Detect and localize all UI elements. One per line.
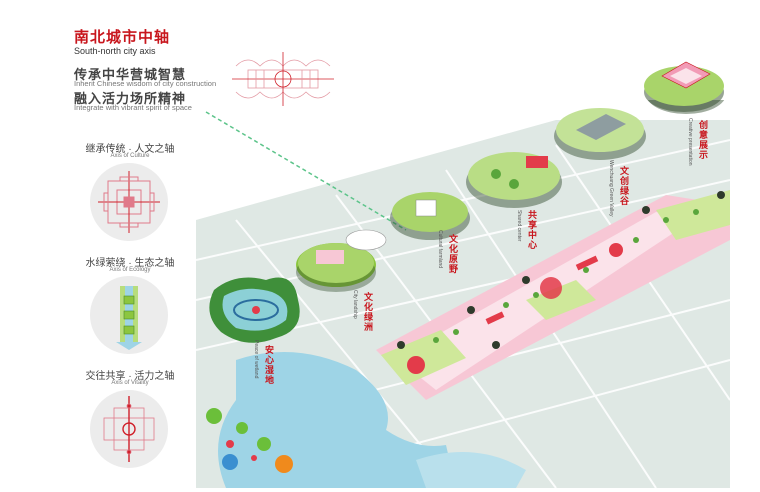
bird-icon (236, 422, 248, 434)
axis-culture-label: 继承传统 · 人文之轴 (85, 144, 175, 155)
butterfly-icon (206, 408, 222, 424)
slogan-2-en: Integrate with vibrant spirit of space (74, 103, 192, 112)
palace-emblem-icon (232, 52, 334, 106)
vitality-diagram (90, 390, 168, 468)
node-label-center: 共享中心 (527, 210, 537, 250)
dot-icon (251, 455, 257, 461)
poi-dots (397, 191, 725, 349)
node-marker-4 (485, 311, 505, 325)
page-subtitle: South-north city axis (74, 46, 156, 56)
green-block-2 (526, 280, 596, 320)
boot-icon (222, 454, 238, 470)
node-label-creative-en: Creative presentation (687, 118, 693, 166)
page-title: 南北城市中轴 (74, 29, 171, 46)
node-marker-3 (609, 243, 623, 257)
pin-icon (226, 440, 234, 448)
slogan-1: 传承中华营城智慧 (74, 67, 187, 82)
tree-dots (433, 209, 699, 343)
node-label-center-en: Shared center (516, 210, 522, 242)
node-label-wetland-en: Peace of wetland (253, 340, 259, 379)
axis-culture-en: Axis of Culture (110, 153, 150, 159)
node-label-field-en: Cultural farmland (437, 230, 443, 269)
city-axis-map (196, 100, 730, 488)
node-label-wetland: 安心湿地 (264, 345, 274, 385)
activity-icons (206, 408, 293, 473)
node-label-valley-en: Wenchuang Green Valley (608, 160, 614, 217)
green-block-1 (381, 330, 466, 385)
ecology-pattern-icon (116, 286, 142, 350)
node-label-creative: 创意展示 (698, 120, 708, 160)
axis-vitality-label: 交往共享 · 活力之轴 (85, 371, 175, 382)
island-valley (554, 108, 646, 160)
island-field (390, 192, 470, 240)
node-label-oasis-en: City landship (352, 290, 358, 319)
node-marker-1 (407, 356, 425, 374)
culture-diagram (90, 163, 168, 241)
vitality-pattern-icon (103, 396, 155, 462)
node-marker-2 (540, 277, 562, 299)
axis-ecology-en: Axis of Ecology (109, 267, 151, 273)
node-label-oasis: 文化绿洲 (363, 292, 373, 332)
slogan-2: 融入活力场所精神 (74, 91, 187, 106)
ecology-diagram (90, 276, 168, 354)
island-oasis (296, 229, 387, 292)
node-marker-5 (575, 255, 599, 271)
lake (218, 352, 456, 488)
river (416, 452, 526, 488)
axis-vitality-en: Axis of Vitality (111, 380, 149, 386)
wetland-island (209, 277, 300, 343)
slogan-1-en: Inherit Chinese wisdom of city construct… (74, 79, 217, 88)
green-block-3 (656, 190, 730, 240)
node-label-field: 文化原野 (448, 234, 458, 274)
creative-island (644, 61, 724, 112)
island-center (466, 152, 562, 208)
axis-ecology-label: 水绿萦绕 · 生态之轴 (85, 258, 175, 269)
swan-icon (275, 455, 293, 473)
node-label-valley: 文创绿谷 (619, 166, 629, 206)
walk-icon (257, 437, 271, 451)
axis-guide-line (205, 111, 407, 231)
culture-pattern-icon (98, 171, 160, 233)
